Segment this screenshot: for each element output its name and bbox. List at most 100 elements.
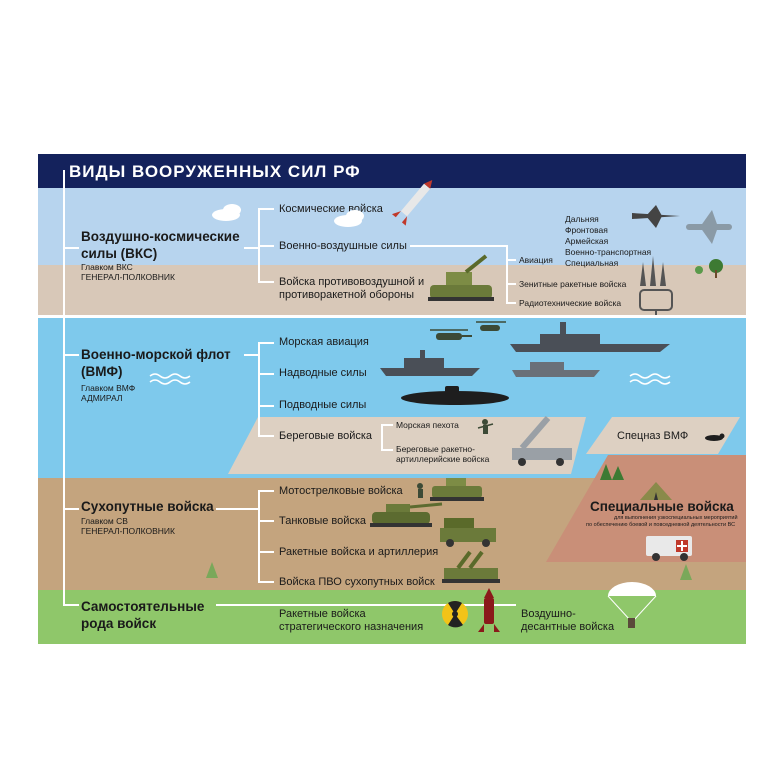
air-sky-band (38, 188, 746, 265)
vks-tick-2 (258, 245, 274, 247)
bomber-icon (686, 210, 732, 244)
sv-branch-line (258, 490, 260, 582)
wave-icon (149, 373, 671, 385)
ad-sub-line (506, 245, 508, 303)
tree-icon (206, 562, 692, 580)
sv-tick-4 (258, 581, 274, 583)
diver-icon (705, 433, 725, 441)
rocket-icon (391, 180, 433, 226)
rvsn-label: Ракетные войска стратегического назначен… (279, 608, 424, 633)
radar-icon (639, 289, 673, 315)
vmf-rank: АДМИРАЛ (81, 393, 123, 403)
vks-sub-sam: Зенитные ракетные войска (519, 279, 627, 289)
air-ground-band (38, 265, 746, 315)
sv-tick-3 (258, 551, 274, 553)
vmf-name: Военно-морской флот (ВМФ) (81, 347, 231, 379)
ad-tick-sam (506, 283, 516, 285)
specnaz-shore (586, 417, 740, 454)
ad-tick-aviation (506, 259, 516, 261)
sam-vehicle-icon (442, 550, 500, 583)
special-forces-name: Специальные войска (590, 499, 734, 514)
tent-icon (640, 482, 672, 500)
sv-branch-motor: Мотострелковые войска (279, 485, 403, 497)
vks-sub-radar: Радиотехнические войска (519, 298, 622, 308)
vmf-tick-2 (258, 373, 274, 375)
vmf-branch-aviation: Морская авиация (279, 336, 369, 348)
soldier-icon (417, 483, 423, 498)
sv-branch-artillery: Ракетные войска и артиллерия (279, 546, 439, 558)
ambulance-icon (646, 536, 692, 561)
independent-line (216, 604, 516, 606)
page-title: ВИДЫ ВООРУЖЕННЫХ СИЛ РФ (69, 162, 361, 181)
aviation-type-5: Специальная (565, 258, 619, 268)
main-trunk-line (63, 170, 65, 606)
tank-icon (430, 478, 484, 501)
sv-rank: ГЕНЕРАЛ-ПОЛКОВНИК (81, 526, 175, 536)
vmf-branch-surface: Надводные силы (279, 367, 367, 379)
aviation-label: Авиация (519, 255, 553, 265)
vmf-tick-1 (258, 342, 274, 344)
vmf-branch-submarine: Подводные силы (279, 399, 367, 411)
sv-branch-ad: Войска ПВО сухопутных войск (279, 576, 435, 588)
warship-icon (510, 322, 670, 352)
warship-icon (380, 350, 480, 376)
fighter-jet-icon (632, 205, 680, 228)
submarine-icon (401, 386, 509, 405)
warship-icon (512, 362, 600, 377)
truck-icon (512, 416, 572, 466)
missile-launcher-icon (640, 256, 666, 286)
coastal-tick-2 (381, 449, 393, 451)
coastal-missile: Береговые ракетно-артиллерийские войска (396, 444, 490, 464)
vmf-tick-4 (258, 435, 274, 437)
ad-tick-radar (506, 302, 516, 304)
vmf-branch-line (258, 342, 260, 436)
parachute-icon (607, 582, 657, 628)
aviation-type-4: Военно-транспортная (565, 247, 652, 257)
independent-grass-band (38, 590, 746, 644)
connector-independent (63, 604, 79, 606)
vdv-label: Воздушно-десантные войска (521, 608, 615, 633)
coastal-tick-1 (381, 424, 393, 426)
radiation-icon (442, 600, 468, 628)
connector-vks (63, 247, 79, 249)
vks-branch-ad: Войска противовоздушной и противоракетно… (279, 276, 425, 301)
cloud-icon (212, 204, 364, 227)
aviation-type-3: Армейская (565, 236, 609, 246)
sv-name: Сухопутные войска (81, 499, 214, 514)
coastal-marines: Морская пехота (396, 420, 459, 430)
vks-bracket (244, 247, 258, 249)
helicopter-icon (476, 321, 506, 331)
vks-branch-airforce: Военно-воздушные силы (279, 240, 407, 252)
sv-branch-tank: Танковые войска (279, 515, 367, 527)
tree-icon (695, 259, 723, 278)
soldier-icon (477, 419, 494, 434)
vks-tick-3 (258, 281, 274, 283)
tree-icon (600, 464, 624, 480)
coastal-shore (228, 417, 586, 474)
independent-name: Самостоятельные рода войск (81, 599, 205, 631)
sam-vehicle-icon (428, 254, 494, 301)
vks-tick-1 (258, 208, 274, 210)
coastal-sub-line (381, 424, 383, 450)
special-forces-area (546, 455, 746, 562)
header-bar (38, 154, 746, 188)
vmf-branch-coastal: Береговые войска (279, 430, 373, 442)
vks-name: Воздушно-космические силы (ВКС) (81, 229, 240, 261)
vks-commander: Главком ВКС (81, 262, 133, 272)
airforce-aviation-line (410, 245, 506, 247)
special-forces-desc-1: для выполнения узкоспециальных мероприят… (614, 515, 738, 521)
connector-sv (63, 508, 79, 510)
helicopter-icon (430, 329, 472, 340)
vmf-tick-3 (258, 405, 274, 407)
sv-commander: Главком СВ (81, 516, 128, 526)
connector-vmf (63, 354, 79, 356)
aviation-type-1: Дальняя (565, 214, 599, 224)
tank-icon (370, 502, 443, 527)
truck-icon (440, 518, 496, 547)
vmf-commander: Главком ВМФ (81, 383, 136, 393)
aviation-type-2: Фронтовая (565, 225, 608, 235)
sv-tick-2 (258, 520, 274, 522)
vks-rank: ГЕНЕРАЛ-ПОЛКОВНИК (81, 272, 175, 282)
